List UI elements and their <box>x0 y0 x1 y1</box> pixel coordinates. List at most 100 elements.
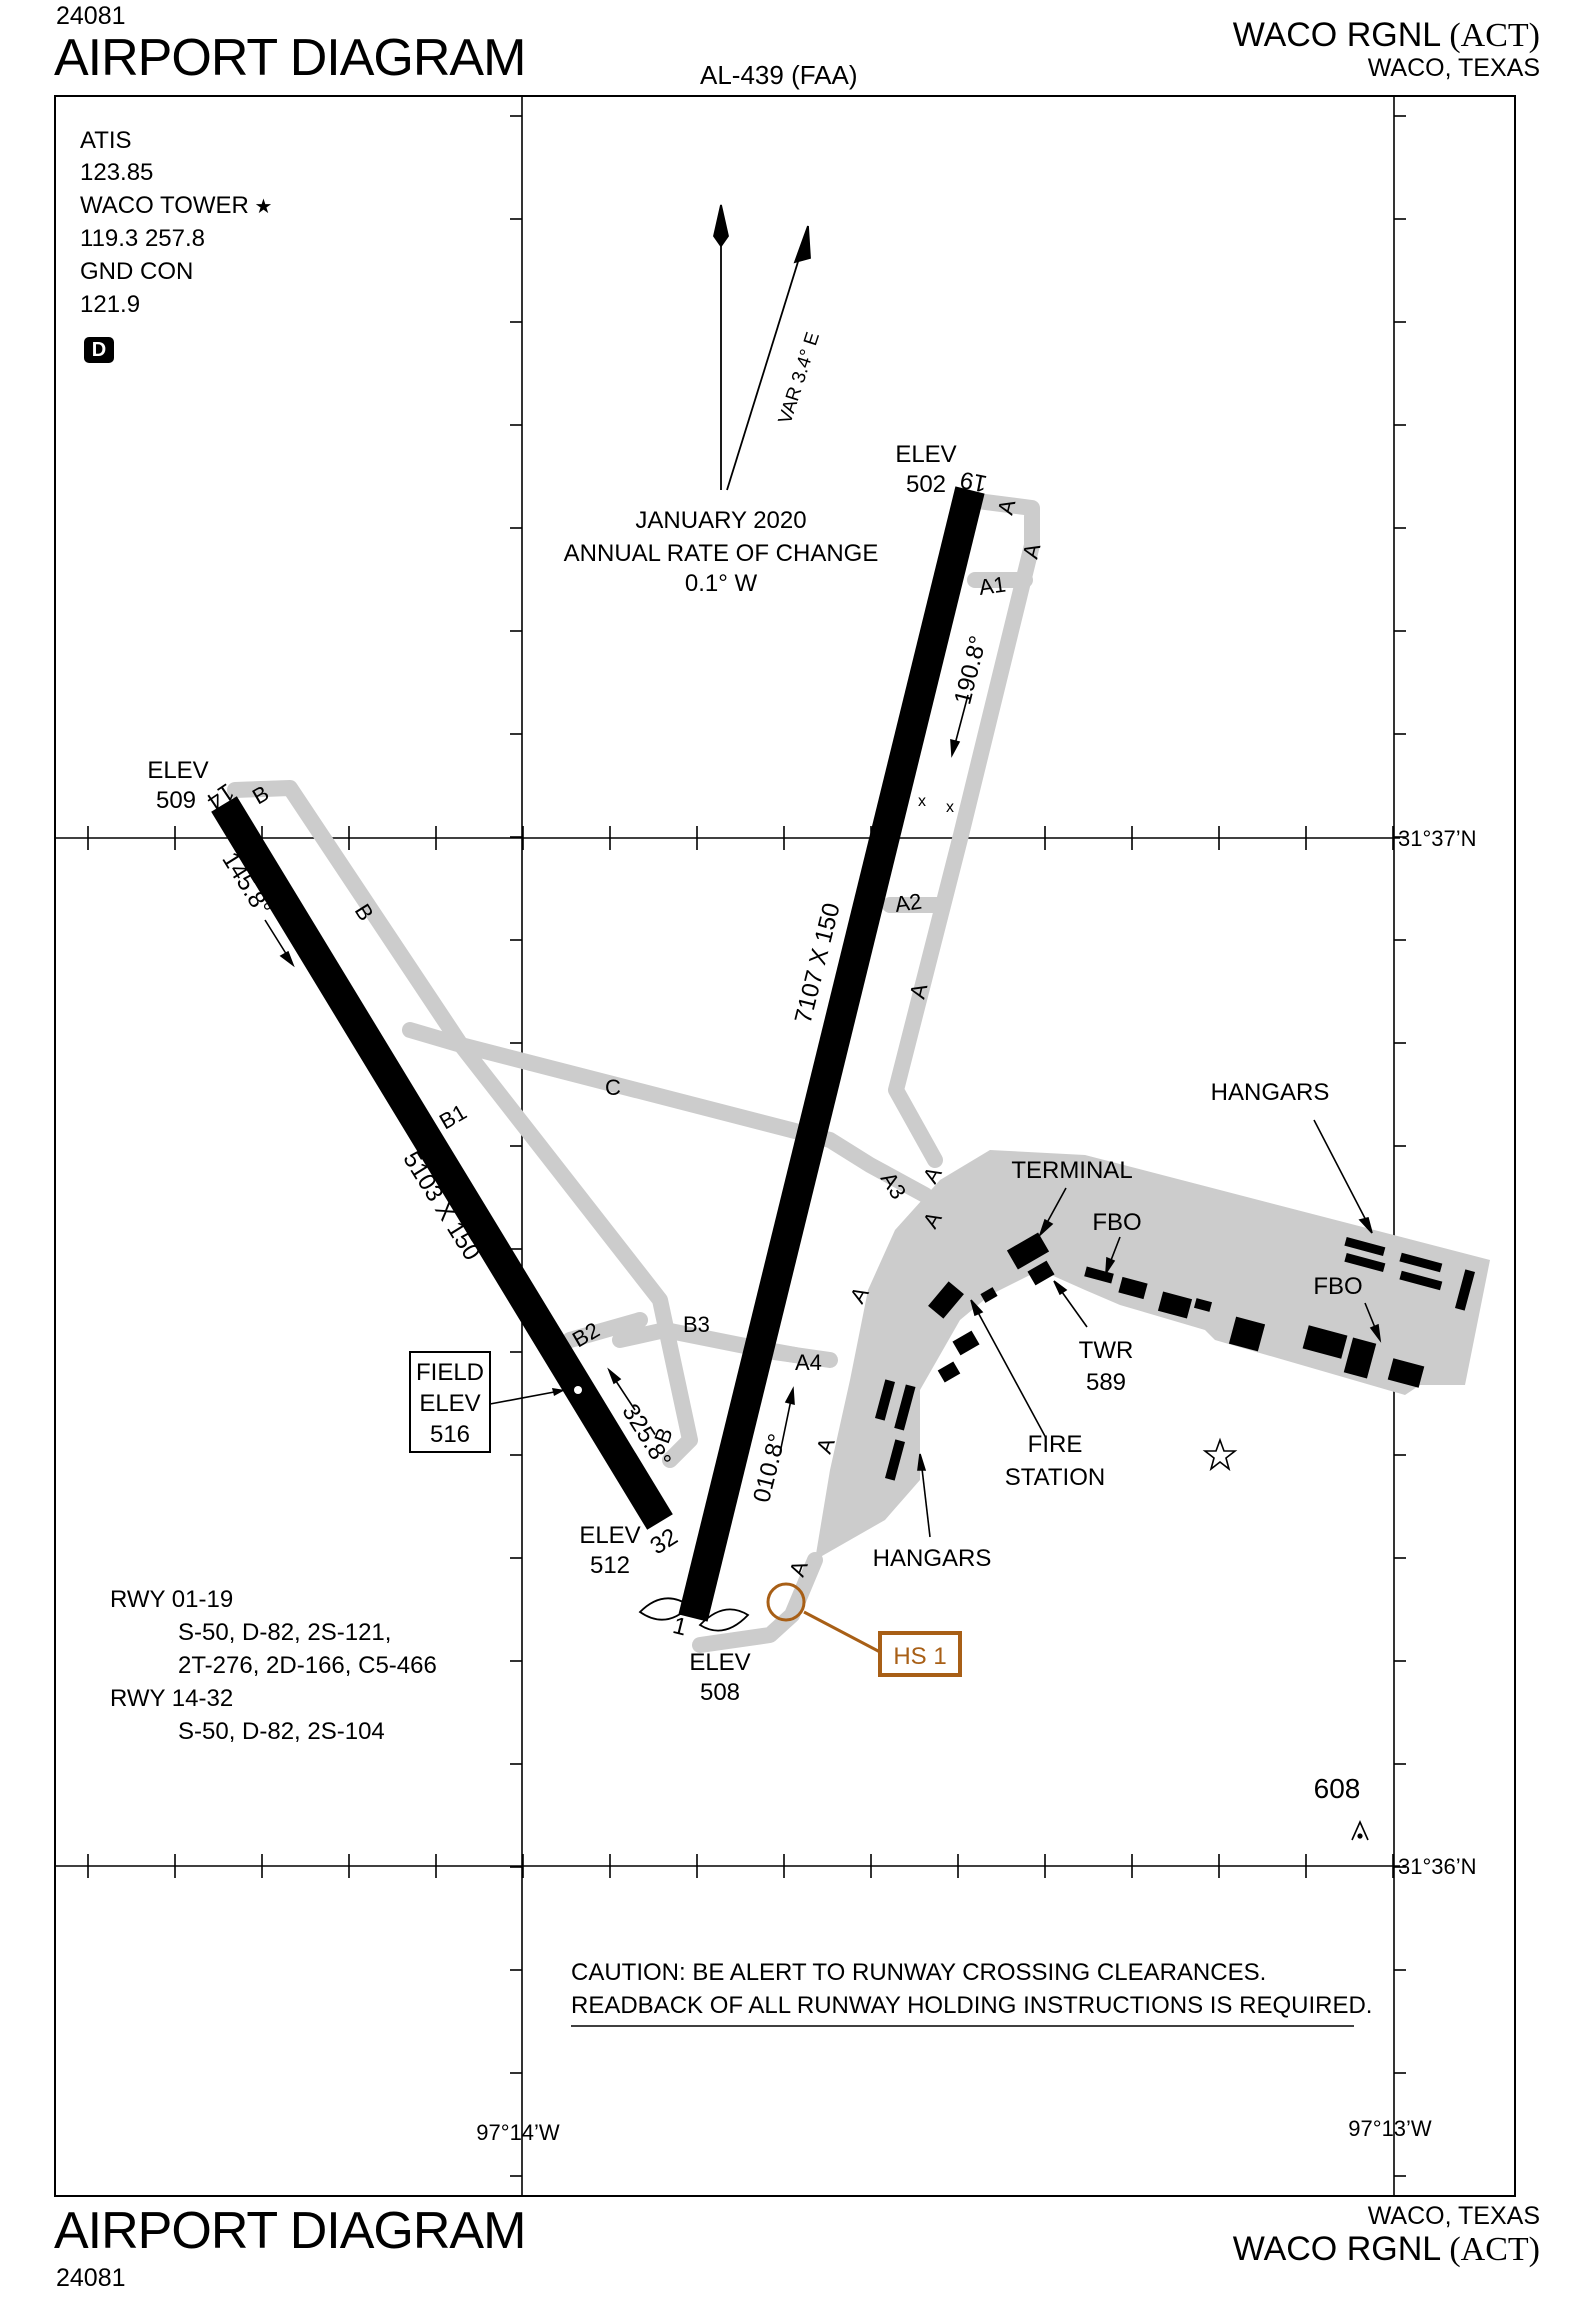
field-elev-label: ELEV <box>419 1390 480 1417</box>
fire-label: FIRE <box>1028 1431 1083 1458</box>
magnetic-north-arrowhead <box>793 225 811 264</box>
fbo-hangar-1 <box>1084 1266 1114 1284</box>
main-apron <box>815 1150 1490 1560</box>
taxiway-a-south <box>692 1552 823 1653</box>
twr-elev: 589 <box>1086 1369 1126 1396</box>
fbo-hangar-5 <box>1228 1316 1266 1352</box>
station-label: STATION <box>1005 1464 1105 1491</box>
building-small-2 <box>952 1330 980 1356</box>
fbo-label-1: FBO <box>1092 1209 1141 1236</box>
fbo-hangar-3 <box>1157 1291 1193 1319</box>
grid-ticks <box>87 115 1406 2177</box>
tower-label: WACO TOWER ★ <box>80 192 272 219</box>
hangar-e-2 <box>1344 1252 1386 1273</box>
airport-id: (ACT) <box>1449 17 1540 54</box>
hangar-e-5 <box>1454 1269 1476 1311</box>
runways <box>211 486 985 1622</box>
building-small-3 <box>937 1361 961 1383</box>
strength-rwy2-line1: S-50, D-82, 2S-104 <box>178 1718 385 1745</box>
lat-top-label: 31°37’N <box>1398 826 1477 851</box>
twy-label-a2: A2 <box>893 888 923 917</box>
rwy-1-elev: 508 <box>700 1679 740 1706</box>
city-state-bottom: WACO, TEXAS <box>1367 2202 1540 2230</box>
hold-mark-2: x <box>946 799 954 816</box>
rwy-1-heading: 010.8° <box>748 1431 791 1505</box>
fbo-hangar-6 <box>1302 1325 1348 1359</box>
lat-lon-grid <box>55 96 1400 2196</box>
true-north-arrowhead <box>713 204 729 248</box>
gnd-freq: 121.9 <box>80 291 140 318</box>
twy-label-a-7: A <box>811 1434 840 1457</box>
fbo-hangar-7 <box>1343 1337 1377 1379</box>
buildings <box>874 1232 1476 1481</box>
runway-14-32 <box>211 796 673 1530</box>
hot-spot-circle <box>766 1582 806 1622</box>
tower-label-text: WACO TOWER <box>80 192 249 219</box>
rwy-32-elev: 512 <box>590 1552 630 1579</box>
twr-building <box>1027 1260 1055 1286</box>
tower-freq: 119.3 257.8 <box>80 225 205 252</box>
terminal-arrowhead <box>1038 1218 1054 1238</box>
runway-01-19 <box>678 486 985 1622</box>
atis-freq: 123.85 <box>80 159 153 186</box>
magnetic-variation: VAR 3.4° E <box>775 330 824 427</box>
hot-spot-leader <box>803 1610 881 1654</box>
twy-label-b1: B1 <box>435 1099 471 1134</box>
building-small-1 <box>980 1287 998 1303</box>
caution-line-1: CAUTION: BE ALERT TO RUNWAY CROSSING CLE… <box>571 1959 1266 1986</box>
fbo-2-arrowhead <box>1369 1323 1382 1343</box>
fbo-hangar-2 <box>1118 1276 1148 1300</box>
rwy-1-end: 1 <box>670 1612 689 1641</box>
rwy-14-elev: 509 <box>156 787 196 814</box>
heading-arrows <box>264 694 969 1454</box>
caution-line-2: READBACK OF ALL RUNWAY HOLDING INSTRUCTI… <box>571 1992 1372 2019</box>
twr-arrowhead <box>1053 1280 1068 1296</box>
field-elev-value: 516 <box>430 1421 470 1448</box>
magnetic-date: JANUARY 2020 <box>635 507 806 534</box>
wind-cones <box>638 1597 750 1632</box>
taxiway-b2 <box>562 1312 648 1348</box>
gnd-label: GND CON <box>80 258 193 285</box>
field-elev-field: FIELD <box>416 1359 484 1386</box>
hold-mark-1: x <box>918 793 926 810</box>
fire-station-arrowhead <box>970 1299 984 1317</box>
class-d-airspace-badge: D <box>84 337 114 363</box>
windcone-2 <box>698 1608 750 1632</box>
hangar-w-1 <box>874 1379 896 1421</box>
magnetic-rate: 0.1° W <box>685 570 758 597</box>
lon-right-label: 97°13’W <box>1348 2116 1432 2141</box>
chart-number: 24081 <box>56 2 126 30</box>
taxiway-b1 <box>402 1022 469 1053</box>
field-elev-arrowhead <box>552 1388 565 1396</box>
twy-label-a4: A4 <box>795 1350 822 1375</box>
hdg-190-line <box>953 694 969 749</box>
fire-station-leader <box>973 1304 1047 1439</box>
obstacle-dot <box>1357 1833 1363 1839</box>
hold-marks: x x <box>918 793 954 816</box>
taxiway-c <box>453 1037 933 1203</box>
rwy-19-end: 19 <box>958 466 989 498</box>
hdg-010-arrowhead <box>784 1386 795 1406</box>
fbo-label-2: FBO <box>1313 1273 1362 1300</box>
hangar-e-1 <box>1344 1236 1386 1257</box>
beacon-star <box>1202 1437 1238 1472</box>
magnetic-rate-label: ANNUAL RATE OF CHANGE <box>564 540 879 567</box>
magnetic-north-line <box>726 235 807 491</box>
airport-id-bottom: (ACT) <box>1449 2231 1540 2268</box>
hdg-190-arrowhead <box>950 738 961 758</box>
chart-number-bottom: 24081 <box>56 2264 126 2292</box>
airport-name: WACO RGNL (ACT) <box>1233 18 1540 53</box>
strength-rwy1-label: RWY 01-19 <box>110 1586 233 1613</box>
hangar-w-2 <box>894 1384 916 1431</box>
rwy-19-elev-label: ELEV <box>895 441 956 468</box>
airport-name-text: WACO RGNL <box>1232 16 1440 54</box>
strength-rwy1-line1: S-50, D-82, 2S-121, <box>178 1619 391 1646</box>
hangar-e-4 <box>1399 1270 1443 1291</box>
windcone-1 <box>638 1597 692 1621</box>
leader-lines <box>917 1119 1382 1538</box>
apron-areas <box>815 1150 1490 1560</box>
terminal-label: TERMINAL <box>1011 1157 1132 1184</box>
diagram-frame <box>54 95 1516 2197</box>
twy-label-a-3: A <box>905 981 933 1002</box>
hangar-e-3 <box>1399 1252 1443 1273</box>
